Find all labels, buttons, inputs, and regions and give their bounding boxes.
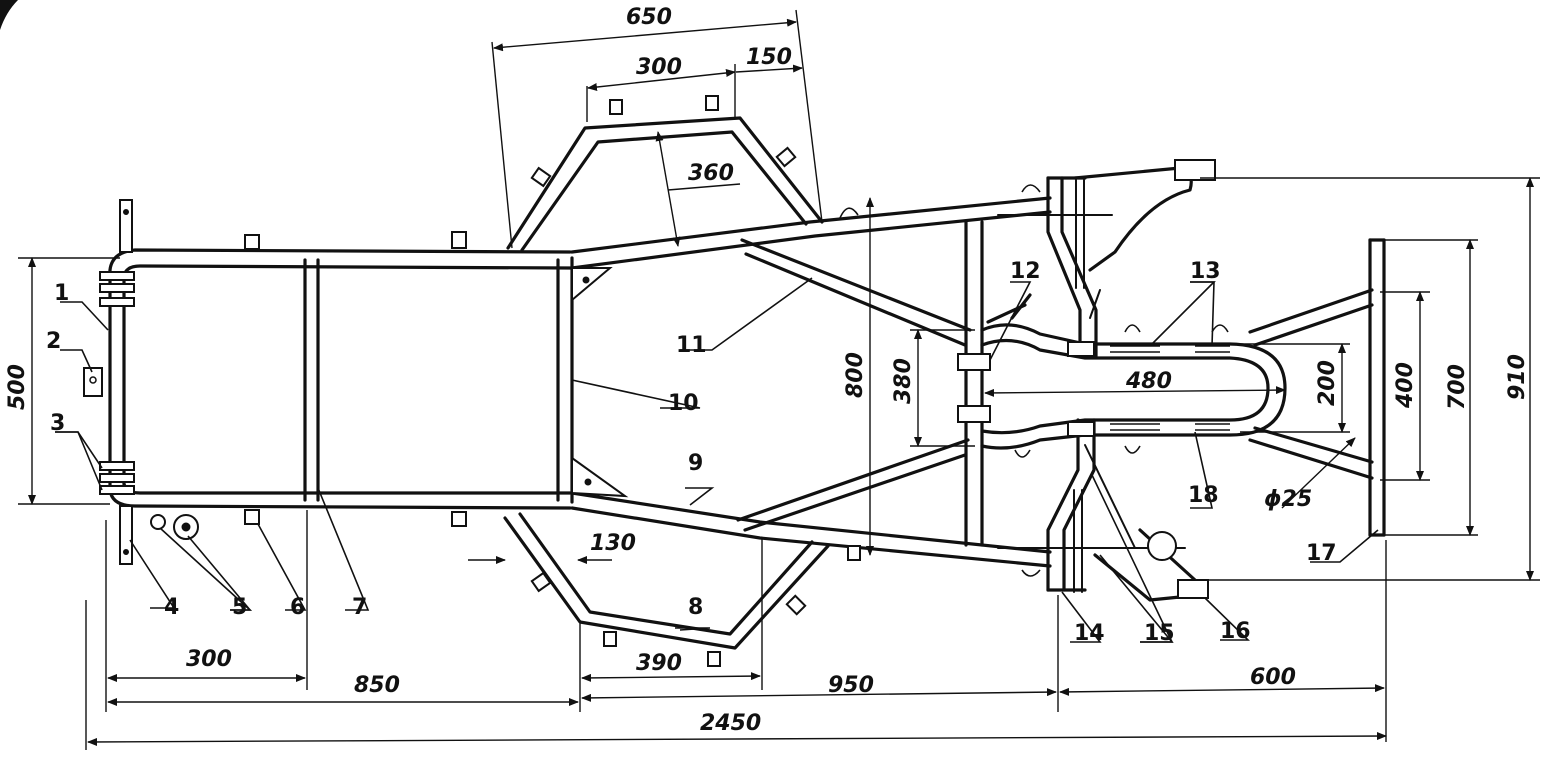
part-15: 15 (1144, 621, 1175, 646)
dim-950: 950 (828, 673, 874, 698)
dim-500: 500 (5, 364, 30, 410)
dim-300-bottom: 300 (186, 647, 232, 672)
part-1: 1 (54, 281, 69, 306)
dim-200: 200 (1315, 360, 1340, 406)
part-10: 10 (668, 391, 699, 416)
part-7: 7 (352, 595, 367, 620)
dim-360: 360 (688, 161, 734, 186)
part-4: 4 (164, 595, 179, 620)
dim-300-top: 300 (636, 55, 682, 80)
dim-380: 380 (891, 358, 916, 404)
part-12: 12 (1010, 259, 1041, 284)
dim-650: 650 (626, 5, 672, 30)
dim-600: 600 (1250, 665, 1296, 690)
dim-130: 130 (590, 531, 636, 556)
dim-phi25: ϕ25 (1264, 487, 1312, 512)
dim-700: 700 (1445, 364, 1470, 410)
dim-2450: 2450 (700, 711, 761, 736)
dim-850: 850 (354, 673, 400, 698)
part-16: 16 (1220, 619, 1251, 644)
part-17: 17 (1306, 541, 1337, 566)
frame-brackets (83, 95, 1230, 667)
dimension-lines (18, 9, 1540, 750)
dim-390: 390 (636, 651, 682, 676)
corner-mark (0, 0, 18, 30)
part-14: 14 (1074, 621, 1105, 646)
dimension-labels: 650 300 150 360 500 800 380 480 200 400 … (5, 5, 1530, 736)
dim-910: 910 (1505, 354, 1530, 400)
dim-400: 400 (1393, 362, 1418, 409)
part-2: 2 (46, 329, 61, 354)
dim-800: 800 (843, 352, 868, 398)
frame-tubes (108, 116, 1386, 650)
part-6: 6 (290, 595, 305, 620)
part-18: 18 (1188, 483, 1219, 508)
part-3: 3 (50, 411, 65, 436)
part-9: 9 (688, 451, 703, 476)
part-13: 13 (1190, 259, 1221, 284)
part-numbers: 1 2 3 4 5 6 7 8 9 10 11 12 13 14 15 16 1… (46, 259, 1337, 646)
dim-150: 150 (746, 45, 792, 70)
part-5: 5 (232, 595, 247, 620)
part-11: 11 (676, 333, 707, 358)
part-8: 8 (688, 595, 703, 620)
leader-lines (55, 277, 1379, 643)
dim-480: 480 (1125, 369, 1172, 394)
